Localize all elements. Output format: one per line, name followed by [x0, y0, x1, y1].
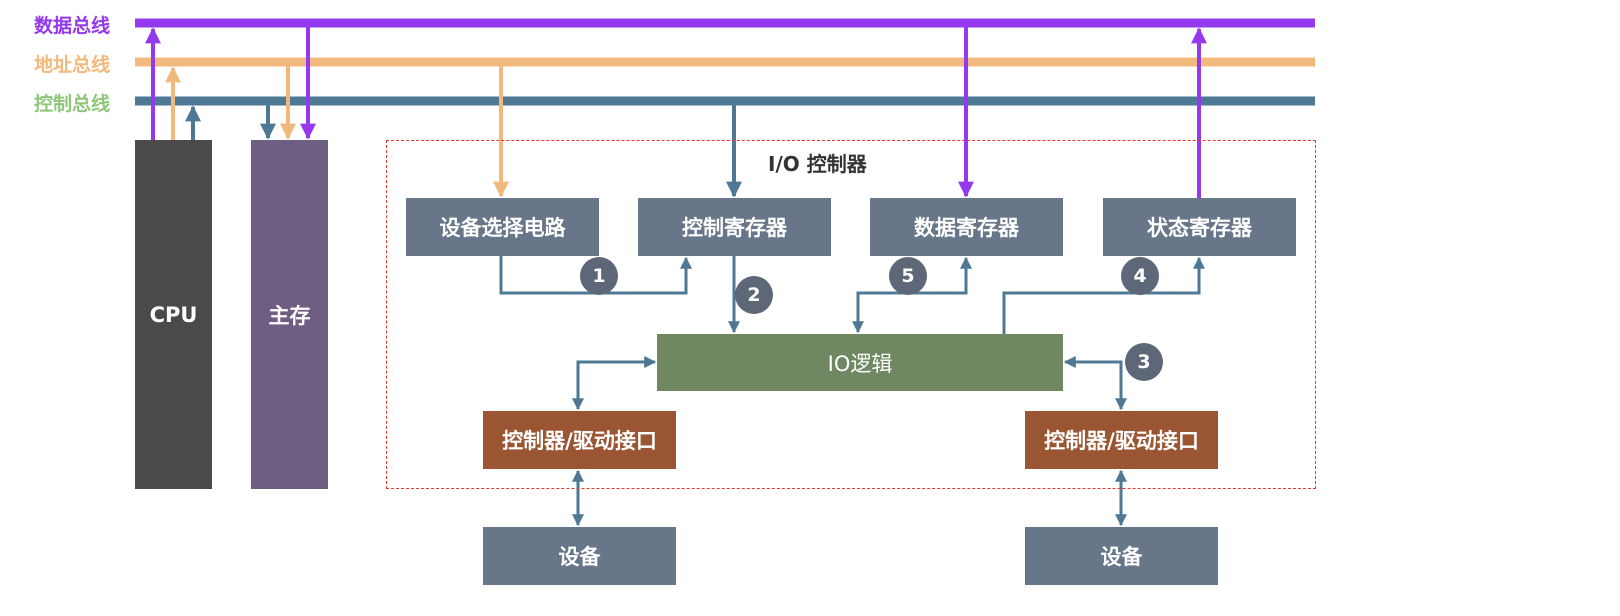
io-logic-to-status-register-arrow [1002, 256, 1205, 334]
io-controller-frame [386, 140, 1316, 489]
step-badge-3: 3 [1125, 343, 1163, 381]
step-badge-5: 5 [889, 257, 927, 295]
step-badge-1: 1 [580, 257, 618, 295]
control-register: 控制寄存器 [638, 198, 831, 256]
io-controller-title: I/O 控制器 [768, 152, 867, 176]
step-badge-4: 4 [1121, 257, 1159, 295]
data-register: 数据寄存器 [870, 198, 1063, 256]
data-bus-label: 数据总线 [34, 15, 111, 37]
left-device: 设备 [483, 527, 676, 585]
io-logic-left-interface-link [572, 356, 657, 411]
left-driver-interface: 控制器/驱动接口 [483, 411, 676, 469]
status-register: 状态寄存器 [1103, 198, 1296, 256]
right-device: 设备 [1025, 527, 1218, 585]
device-select-circuit: 设备选择电路 [406, 198, 599, 256]
step-badge-2: 2 [735, 276, 773, 314]
right-driver-interface: 控制器/驱动接口 [1025, 411, 1218, 469]
control-bus-label: 控制总线 [34, 93, 111, 115]
address-bus-label: 地址总线 [34, 54, 111, 76]
io-logic-right-interface-link [1063, 356, 1127, 411]
io-logic-block: IO逻辑 [657, 334, 1063, 391]
memory-block: 主存 [251, 140, 328, 489]
cpu-block: CPU [135, 140, 212, 489]
